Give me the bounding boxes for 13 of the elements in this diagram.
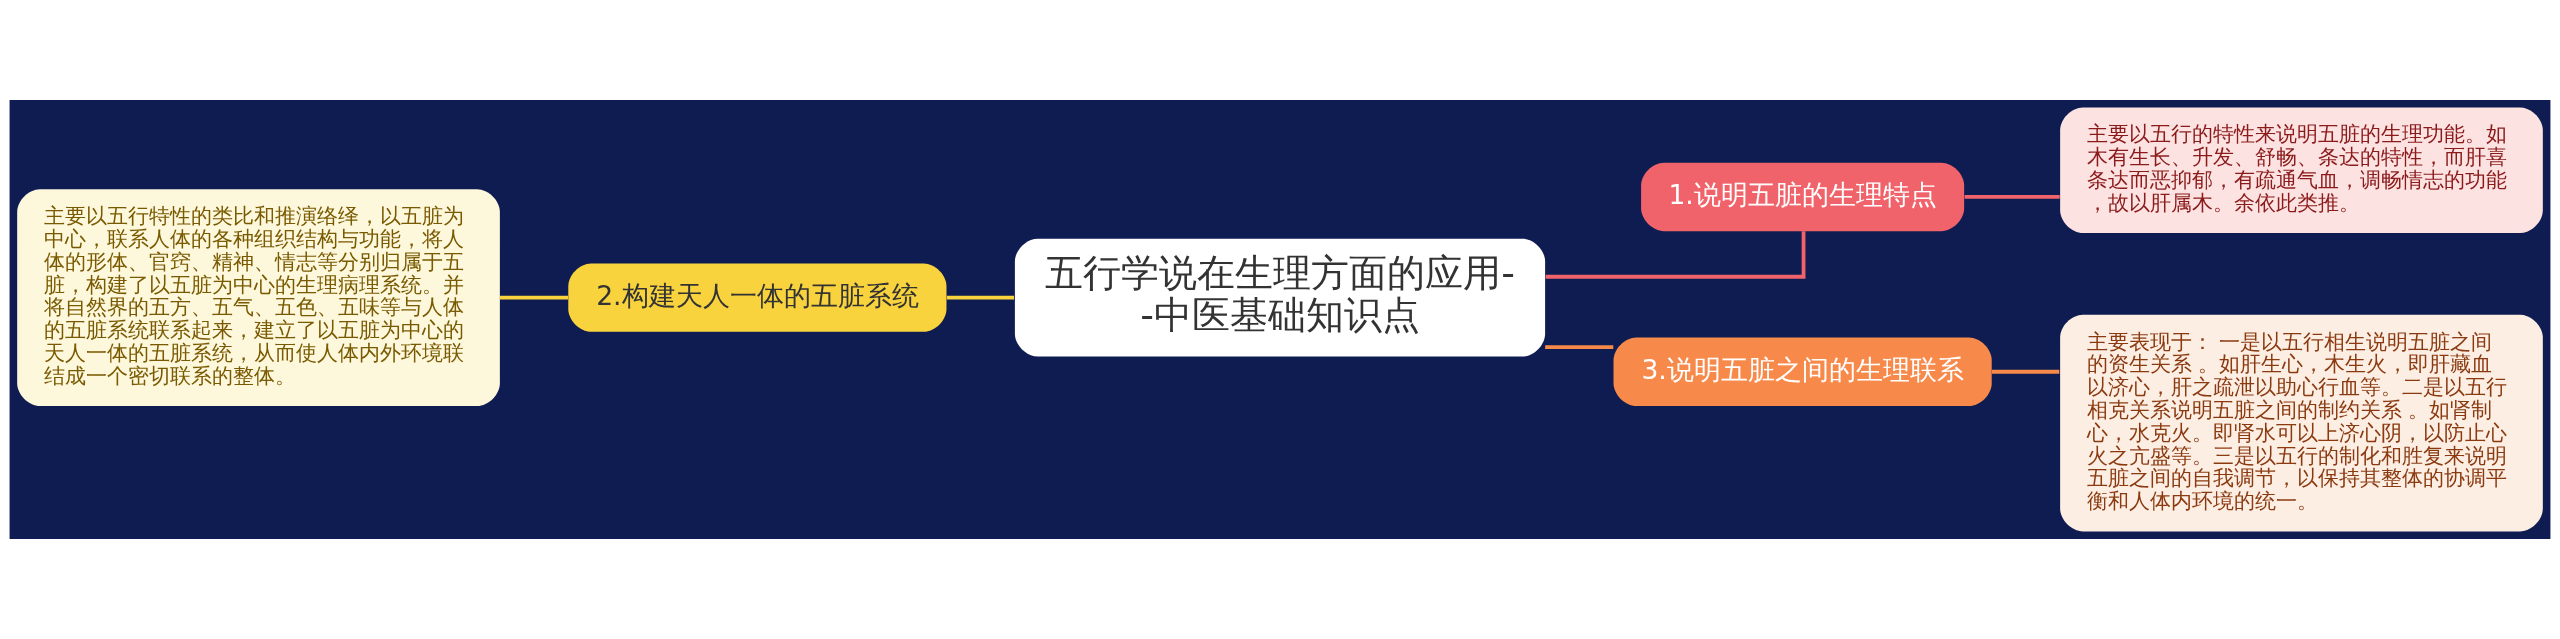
node-box: 2.构建天人一体的五脏系统 — [568, 263, 947, 332]
node-box: 3.说明五脏之间的生理联系 — [1613, 337, 1992, 406]
node-box: 主要以五行特性的类比和推演络绎，以五脏为中心，联系人体的各种组织结构与功能，将人体的形体、官窍、精神、情志等分别归属于五脏，构建了以五脏为中心的生理病理系统。并将自然界的五方、五气、五色、五味等与人体的五脏系统联系起来，建立了以五脏为中心的天人一体的五脏系统，从而使人体内外环境联结成一个密切联系的整体。 — [17, 189, 500, 406]
node-box: 1.说明五脏的生理特点 — [1641, 162, 1965, 232]
node-box: 五行学说在生理方面的应用--中医基础知识点 — [1014, 238, 1546, 357]
node-box: 主要表现于： 一是以五行相生说明五脏之间的资生关系 。如肝生心，木生火，即肝藏血以济心，肝之疏泄以助心行血等。二是以五行相克关系说明五脏之间的制约关系 。如肾制心，水克火。即肾水可以上济心阴，以防止心火之亢盛等。三是以五行的制化和胜复来说明五脏之间的自我调节，以保持其整体的协调平衡和人体内环境的统一。 — [2060, 314, 2543, 532]
connector — [1545, 345, 1614, 349]
connector — [499, 295, 569, 300]
connector — [1964, 195, 2060, 199]
connector — [1545, 231, 1806, 279]
node-box: 主要以五行的特性来说明五脏的生理功能。如木有生长、升发、舒畅、条达的特性，而肝喜条达而恶抑郁，有疏通气血，调畅情志的功能，故以肝属木。余依此类推。 — [2060, 107, 2543, 234]
connector — [1991, 369, 2060, 374]
connector — [946, 295, 1015, 300]
